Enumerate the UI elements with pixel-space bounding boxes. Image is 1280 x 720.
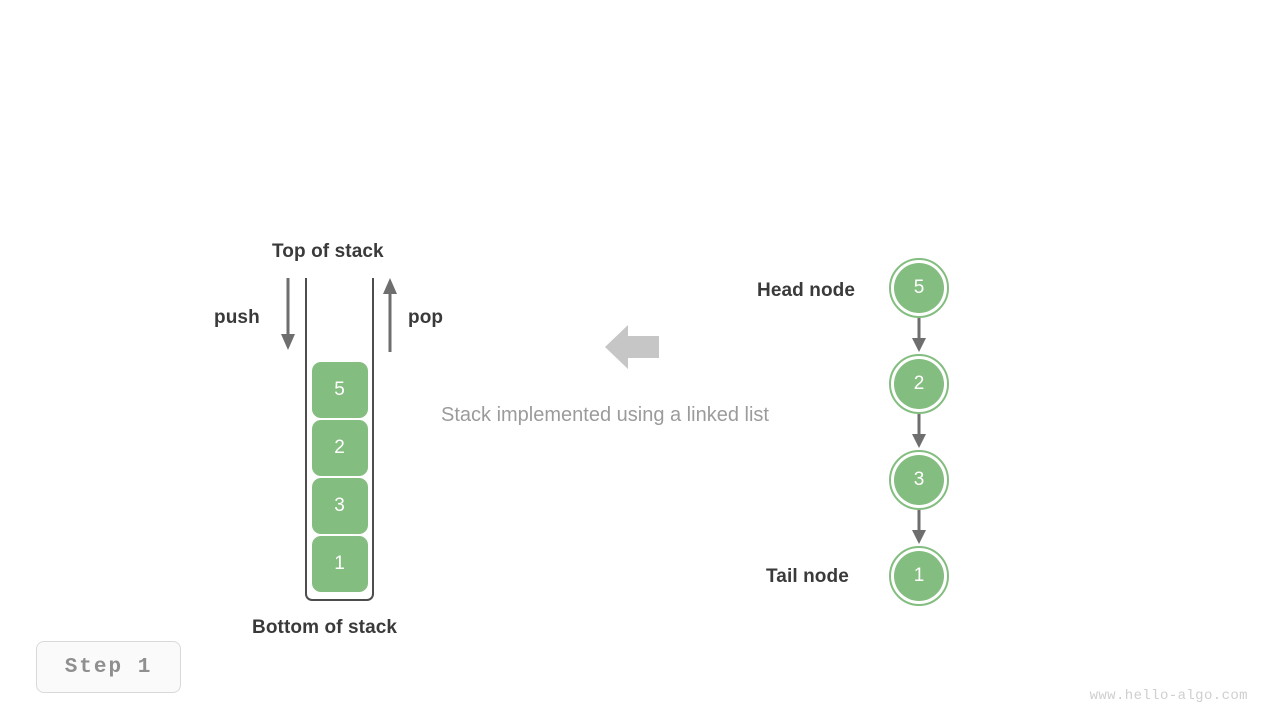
left-arrow-icon bbox=[605, 325, 659, 369]
node-disc: 3 bbox=[894, 455, 944, 505]
push-arrow-icon bbox=[281, 278, 295, 350]
linked-list-node[interactable]: 2 bbox=[889, 354, 949, 414]
watermark: www.hello-algo.com bbox=[1089, 688, 1248, 704]
stack-cell-value: 5 bbox=[334, 379, 345, 400]
linked-list-node[interactable]: 1 bbox=[889, 546, 949, 606]
linked-list: 5 2 3 1 bbox=[889, 258, 951, 606]
stack-cell-value: 1 bbox=[334, 553, 345, 574]
tail-node-label: Tail node bbox=[766, 566, 849, 587]
node-disc: 5 bbox=[894, 263, 944, 313]
top-of-stack-label: Top of stack bbox=[272, 241, 384, 262]
stack-cell-list: 5 2 3 1 bbox=[309, 362, 370, 594]
node-link-arrow-icon bbox=[912, 318, 926, 352]
stack-container bbox=[305, 278, 374, 601]
stack-cell-value: 2 bbox=[334, 437, 345, 458]
node-disc: 2 bbox=[894, 359, 944, 409]
linked-list-node[interactable]: 5 bbox=[889, 258, 949, 318]
bottom-of-stack-label: Bottom of stack bbox=[252, 617, 398, 638]
node-value: 2 bbox=[913, 373, 925, 394]
stack-cell[interactable]: 3 bbox=[311, 478, 368, 534]
stack-cell[interactable]: 2 bbox=[311, 420, 368, 476]
step-badge-label: Step 1 bbox=[64, 655, 153, 679]
head-node-label: Head node bbox=[757, 280, 856, 301]
linked-list-node[interactable]: 3 bbox=[889, 450, 949, 510]
node-value: 3 bbox=[913, 469, 925, 490]
step-badge: Step 1 bbox=[36, 641, 181, 693]
node-value: 5 bbox=[913, 277, 925, 298]
node-link-arrow-icon bbox=[912, 510, 926, 544]
node-value: 1 bbox=[913, 565, 925, 586]
node-disc: 1 bbox=[894, 551, 944, 601]
caption-text: Stack implemented using a linked list bbox=[441, 404, 769, 426]
stack-cell[interactable]: 1 bbox=[311, 536, 368, 592]
pop-label: pop bbox=[408, 307, 444, 328]
stack-cell-value: 3 bbox=[334, 495, 345, 516]
stack-cell[interactable]: 5 bbox=[311, 362, 368, 418]
node-link-arrow-icon bbox=[912, 414, 926, 448]
pop-arrow-icon bbox=[383, 278, 397, 352]
push-label: push bbox=[214, 307, 260, 328]
